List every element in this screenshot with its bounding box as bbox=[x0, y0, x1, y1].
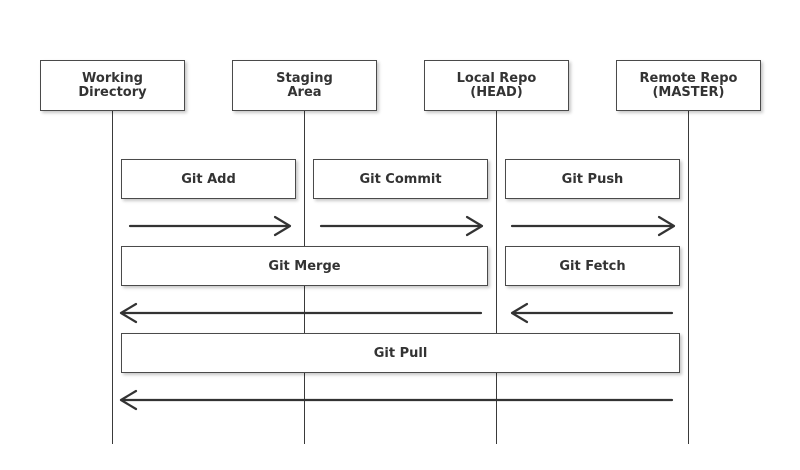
lifeline-working-directory bbox=[112, 111, 113, 444]
participant-remote-repo: Remote Repo (MASTER) bbox=[616, 60, 761, 111]
git-pull-box: Git Pull bbox=[121, 333, 680, 373]
lifeline-remote-repo bbox=[688, 111, 689, 444]
participant-staging-area: Staging Area bbox=[232, 60, 377, 111]
git-commit-box: Git Commit bbox=[313, 159, 488, 199]
participant-label-line2: (MASTER) bbox=[652, 84, 725, 100]
participant-label-line2: Area bbox=[287, 84, 322, 100]
git-merge-label: Git Merge bbox=[268, 258, 341, 274]
git-commit-arrow bbox=[319, 215, 484, 237]
git-add-arrow bbox=[128, 215, 292, 237]
git-merge-box: Git Merge bbox=[121, 246, 488, 286]
participant-local-repo: Local Repo (HEAD) bbox=[424, 60, 569, 111]
git-add-box: Git Add bbox=[121, 159, 296, 199]
git-merge-arrow bbox=[119, 302, 483, 324]
participant-label-line1: Working bbox=[82, 70, 143, 86]
participant-label-line1: Local Repo bbox=[456, 70, 537, 86]
lifeline-local-repo bbox=[496, 111, 497, 444]
participant-label-line2: Directory bbox=[78, 84, 147, 100]
participant-working-directory: Working Directory bbox=[40, 60, 185, 111]
participant-label-line2: (HEAD) bbox=[470, 84, 523, 100]
git-fetch-arrow bbox=[510, 302, 674, 324]
git-fetch-label: Git Fetch bbox=[559, 258, 626, 274]
participant-label-line1: Staging bbox=[276, 70, 333, 86]
git-fetch-box: Git Fetch bbox=[505, 246, 680, 286]
git-push-label: Git Push bbox=[561, 171, 624, 187]
git-pull-label: Git Pull bbox=[373, 345, 428, 361]
git-push-arrow bbox=[510, 215, 676, 237]
git-pull-arrow bbox=[119, 389, 674, 411]
git-push-box: Git Push bbox=[505, 159, 680, 199]
git-add-label: Git Add bbox=[181, 171, 236, 187]
git-commit-label: Git Commit bbox=[359, 171, 442, 187]
participant-label-line1: Remote Repo bbox=[639, 70, 738, 86]
